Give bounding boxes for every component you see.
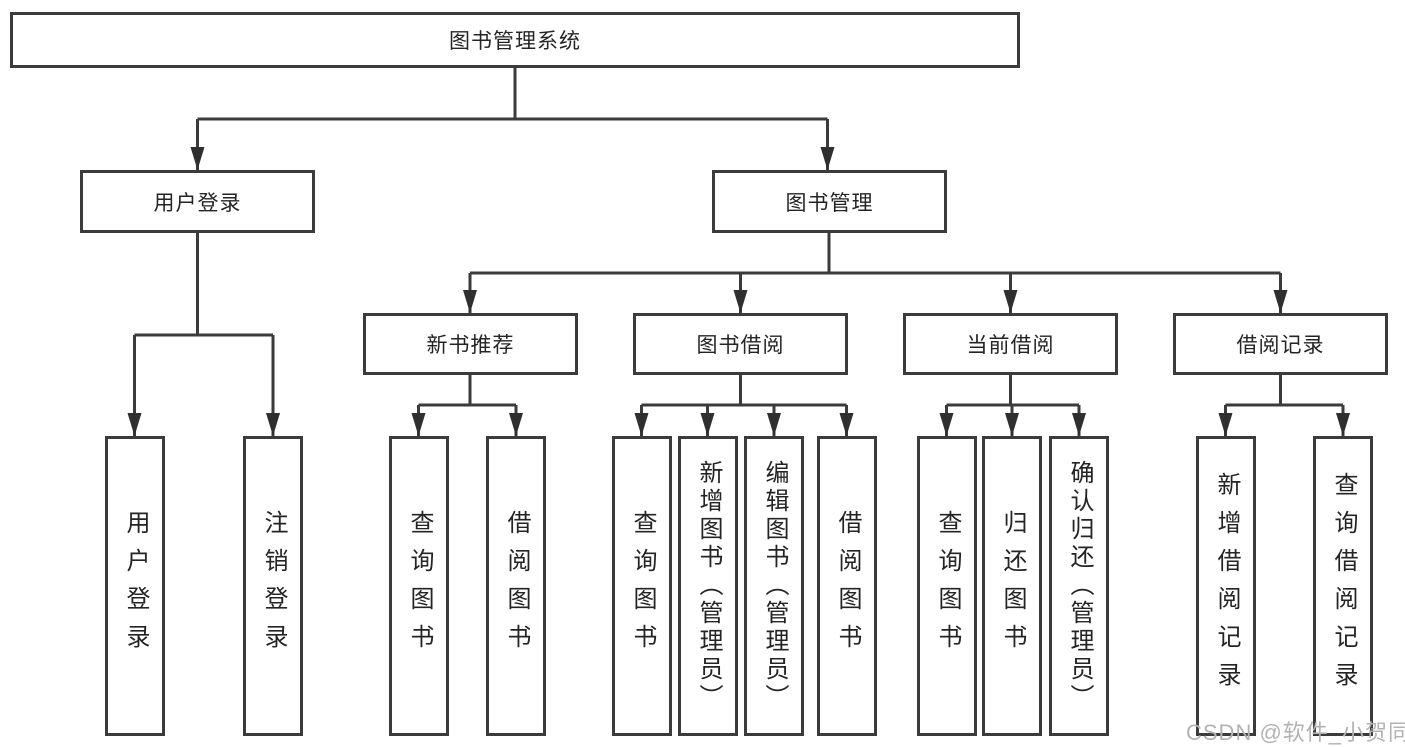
leaf-edit-books-admin: 编辑图书（管理员） (744, 436, 804, 736)
leaf-query-books-recommend-label: 查询图书 (406, 510, 433, 662)
node-borrow-record-label: 借阅记录 (1236, 334, 1325, 357)
leaf-add-borrow-record: 新增借阅记录 (1196, 436, 1256, 736)
leaf-user-login: 用户登录 (105, 436, 165, 736)
node-borrow-record: 借阅记录 (1173, 313, 1388, 375)
leaf-borrow-books-recommend-label: 借阅图书 (503, 510, 530, 662)
leaf-user-login-label: 用户登录 (122, 510, 149, 662)
edge-user-login-to-leaves (127, 232, 280, 436)
edge-bookborrow-to-leaves (634, 375, 854, 436)
leaf-edit-books-admin-label: 编辑图书（管理员） (761, 460, 788, 712)
leaf-query-books-recommend: 查询图书 (389, 436, 449, 736)
leaf-borrow-books: 借阅图书 (817, 436, 877, 736)
edge-root-to-level2 (190, 67, 835, 170)
csdn-watermark: CSDN @软件_小贺同学 (1186, 720, 1405, 745)
leaf-query-books-current: 查询图书 (917, 436, 977, 736)
edge-book-mgmt-to-sections (463, 232, 1288, 313)
leaf-logout: 注销登录 (243, 436, 303, 736)
node-current-borrow: 当前借阅 (903, 313, 1118, 375)
edge-newbook-to-leaves (411, 375, 523, 436)
node-current-borrow-label: 当前借阅 (966, 334, 1055, 357)
node-root-system-label: 图书管理系统 (449, 30, 581, 53)
leaf-logout-label: 注销登录 (260, 510, 287, 662)
edge-borrowrecord-to-leaves (1218, 375, 1350, 436)
node-book-management: 图书管理 (712, 170, 947, 233)
leaf-confirm-return-admin: 确认归还（管理员） (1049, 436, 1109, 736)
node-user-login: 用户登录 (80, 170, 315, 233)
node-book-management-label: 图书管理 (785, 191, 874, 215)
node-book-borrow-label: 图书借阅 (696, 334, 785, 357)
edge-currentborrow-to-leaves (939, 375, 1086, 436)
leaf-borrow-books-recommend: 借阅图书 (486, 436, 546, 736)
leaf-query-borrow-record: 查询借阅记录 (1313, 436, 1373, 736)
leaf-query-books-current-label: 查询图书 (934, 510, 961, 662)
node-book-borrow: 图书借阅 (633, 313, 848, 375)
node-root-system: 图书管理系统 (10, 12, 1020, 68)
leaf-add-books-admin-label: 新增图书（管理员） (695, 460, 722, 712)
leaf-add-books-admin: 新增图书（管理员） (678, 436, 738, 736)
leaf-query-borrow-record-label: 查询借阅记录 (1330, 472, 1357, 700)
node-new-book-recommend: 新书推荐 (363, 313, 578, 375)
leaf-query-books-borrow: 查询图书 (612, 436, 672, 736)
leaf-return-books-label: 归还图书 (999, 510, 1026, 662)
leaf-query-books-borrow-label: 查询图书 (629, 510, 656, 662)
leaf-add-borrow-record-label: 新增借阅记录 (1213, 472, 1240, 700)
node-new-book-recommend-label: 新书推荐 (426, 334, 515, 357)
leaf-confirm-return-admin-label: 确认归还（管理员） (1066, 460, 1093, 712)
node-user-login-label: 用户登录 (153, 191, 242, 215)
leaf-borrow-books-label: 借阅图书 (834, 510, 861, 662)
leaf-return-books: 归还图书 (982, 436, 1042, 736)
